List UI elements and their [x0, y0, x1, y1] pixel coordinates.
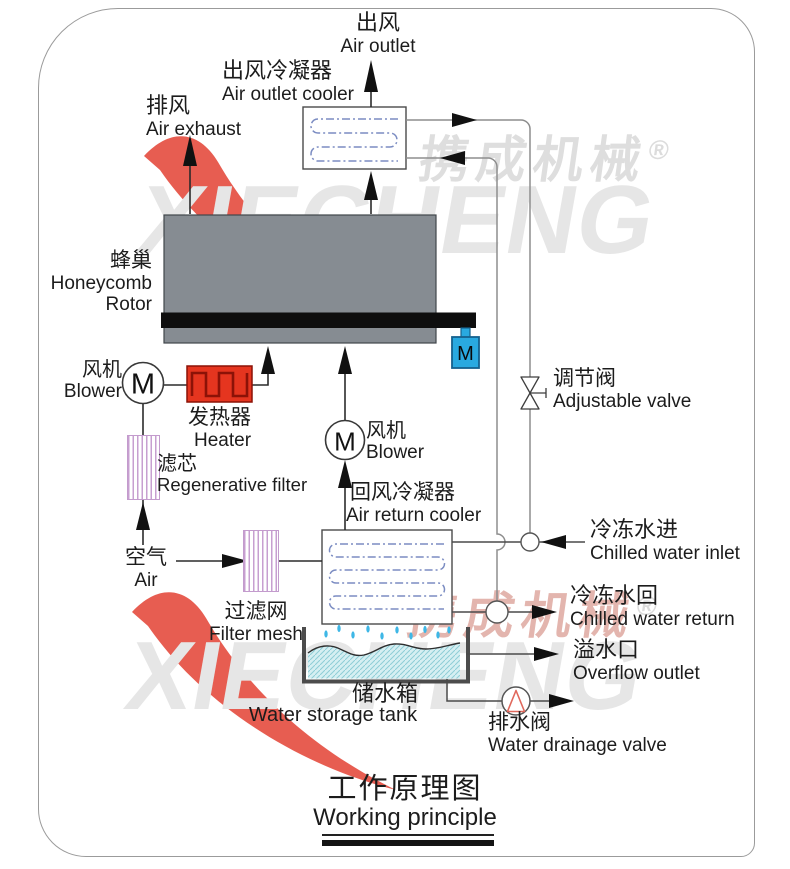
label-honeycomb-en1: Honeycomb: [50, 272, 152, 294]
drainage-valve-icon: [501, 686, 531, 716]
water-storage-tank: [302, 627, 470, 684]
arrow-blower-to-rotor: [338, 346, 352, 374]
label-water-storage-tank-en: Water storage tank: [249, 704, 417, 726]
blower-mid-motor: M: [324, 419, 366, 461]
arrow-into-cooler: [440, 151, 465, 165]
label-overflow-outlet: 溢水口 Overflow outlet: [573, 637, 700, 684]
filter-mesh-box: [243, 530, 279, 592]
page-title-en: Working principle: [313, 804, 497, 832]
label-filter-mesh-cn: 过滤网: [224, 600, 288, 623]
arrow-into-outlet-cooler: [364, 171, 378, 200]
arrow-overflow: [534, 647, 559, 661]
label-chilled-water-return-en: Chilled water return: [570, 608, 735, 630]
page-title-cn: 工作原理图: [327, 773, 483, 805]
blower-mid-letter: M: [334, 427, 356, 457]
label-water-drainage-valve: 排水阀 Water drainage valve: [488, 711, 667, 756]
label-air-outlet-cooler-cn: 出风冷凝器: [222, 58, 333, 83]
label-water-drainage-valve-cn: 排水阀: [488, 711, 551, 734]
label-chilled-water-return-cn: 冷冻水回: [570, 583, 659, 608]
title-underline-thin: [322, 834, 494, 836]
blower-left-letter: M: [131, 369, 155, 401]
rotor-motor: M: [451, 327, 480, 369]
title-underline-thick: [322, 839, 494, 846]
arrow-cooler-to-blower: [338, 460, 352, 488]
label-air-return-cooler: 回风冷凝器 Air return cooler: [346, 481, 481, 526]
label-air-outlet-cooler-en: Air outlet cooler: [222, 83, 355, 105]
label-air-exhaust: 排风 Air exhaust: [146, 93, 242, 140]
label-chilled-water-return: 冷冻水回 Chilled water return: [570, 583, 735, 630]
air-return-cooler-box: [321, 529, 453, 625]
label-adjustable-valve: 调节阀 Adjustable valve: [553, 367, 691, 412]
arrow-heater-to-rotor: [261, 346, 275, 374]
label-chilled-water-inlet-en: Chilled water inlet: [590, 542, 740, 564]
label-blower-mid: 风机 Blower: [366, 420, 424, 464]
arrow-drain: [549, 694, 574, 708]
label-air-return-cooler-cn: 回风冷凝器: [350, 481, 455, 504]
heater-element: [190, 371, 249, 398]
water-storage-tank-en: Water storage tank: [248, 704, 418, 726]
label-air-outlet-cn: 出风: [355, 10, 401, 35]
label-blower-left: 风机 Blower: [64, 359, 122, 403]
rotor-motor-letter: M: [457, 343, 474, 365]
label-honeycomb-rotor: 蜂巢 Honeycomb Rotor: [51, 249, 152, 315]
label-air-in-en: Air: [134, 569, 158, 591]
return-junction: [485, 600, 509, 624]
arrow-air-in: [222, 554, 248, 568]
label-heater-en: Heater: [194, 429, 252, 451]
label-blower-mid-en: Blower: [366, 442, 425, 464]
label-water-drainage-valve-en: Water drainage valve: [488, 734, 667, 756]
regenerative-filter-box: [127, 435, 160, 500]
label-regenerative-filter-en: Regenerative filter: [157, 474, 308, 496]
arrow-chilled-return: [532, 605, 557, 619]
label-air-outlet-cooler: 出风冷凝器 Air outlet cooler: [222, 58, 355, 105]
label-regenerative-filter: 滤芯 Regenerative filter: [157, 453, 307, 496]
label-chilled-water-inlet: 冷冻水进 Chilled water inlet: [590, 517, 740, 564]
label-overflow-outlet-cn: 溢水口: [573, 637, 640, 662]
label-overflow-outlet-en: Overflow outlet: [573, 662, 700, 684]
honeycomb-rotor: [161, 214, 476, 344]
rotor-shaft-bar: [161, 312, 476, 328]
chilled-water-pipes: [406, 119, 585, 702]
adjustable-valve-icon: [520, 376, 547, 410]
label-heater-cn: 发热器: [188, 406, 251, 429]
label-heater: 发热器 Heater: [188, 406, 251, 451]
label-filter-mesh-en: Filter mesh: [209, 623, 303, 645]
label-blower-mid-cn: 风机: [366, 420, 406, 442]
label-filter-mesh: 过滤网 Filter mesh: [209, 600, 303, 645]
label-air-in-cn: 空气: [125, 546, 167, 569]
label-blower-left-en: Blower: [63, 381, 122, 403]
label-honeycomb-en2: Rotor: [105, 293, 152, 315]
drain-line: [446, 679, 549, 702]
label-air-exhaust-cn: 排风: [146, 93, 191, 118]
inlet-junction: [520, 532, 540, 552]
water-arrowheads: [440, 113, 574, 708]
label-air-outlet-en: Air outlet: [340, 35, 416, 57]
label-chilled-water-inlet-cn: 冷冻水进: [590, 517, 679, 542]
label-water-storage-tank-cn: 储水箱: [351, 681, 419, 707]
label-adjustable-valve-en: Adjustable valve: [553, 390, 692, 412]
label-blower-left-cn: 风机: [82, 359, 122, 381]
label-air-return-cooler-en: Air return cooler: [346, 504, 482, 526]
label-air-exhaust-en: Air exhaust: [146, 118, 242, 140]
label-adjustable-valve-cn: 调节阀: [553, 367, 616, 390]
arrow-cooler-out: [452, 113, 477, 127]
water-storage-tank-cn: 储水箱: [351, 681, 419, 706]
arrow-air-outlet: [364, 60, 378, 92]
page-title: 工作原理图 Working principle: [313, 773, 497, 832]
air-outlet-cooler-box: [302, 106, 407, 170]
label-honeycomb-cn: 蜂巢: [110, 249, 152, 272]
label-regenerative-filter-cn: 滤芯: [157, 453, 197, 475]
heater-box: [186, 365, 253, 403]
arrow-air-branch-up: [136, 502, 150, 530]
arrow-chilled-inlet: [541, 535, 566, 549]
label-air-outlet: 出风 Air outlet: [340, 10, 416, 57]
blower-left-motor: M: [121, 361, 165, 405]
label-air-in: 空气 Air: [125, 546, 167, 591]
condensate-droplets: [324, 624, 451, 640]
